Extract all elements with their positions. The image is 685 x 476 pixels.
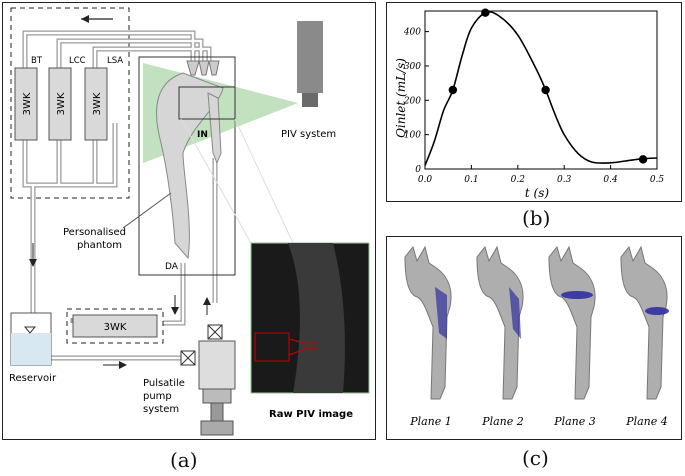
- aorta-models: Plane 1 Plane 2 Plane 3 Plane 4: [404, 245, 669, 428]
- piv-vessel: [288, 243, 345, 393]
- y-tick-label: 200: [403, 96, 421, 106]
- aorta-model: [548, 245, 596, 400]
- aorta-model: [620, 245, 669, 400]
- aorta-model: [404, 245, 452, 400]
- flow-arrowhead-top: [81, 15, 89, 23]
- label-raw-piv: Raw PIV image: [269, 409, 353, 420]
- plane-label: Plane 3: [553, 415, 596, 428]
- flow-markers: [448, 8, 648, 164]
- aorta-model: [476, 245, 524, 400]
- aorta-phantom: [156, 72, 224, 260]
- caption-c: (c): [522, 446, 549, 470]
- panel-measurement-planes: Plane 1 Plane 2 Plane 3 Plane 4: [386, 236, 682, 440]
- label-pump-line2: pump: [143, 391, 172, 402]
- y-tick-label: 400: [403, 28, 421, 38]
- inlet-tube: [207, 92, 222, 165]
- flow-marker: [541, 85, 550, 95]
- flow-marker: [448, 85, 458, 95]
- label-inlet: IN: [197, 130, 208, 140]
- piv-camera-lens: [302, 93, 318, 107]
- measurement-plane: [561, 291, 593, 299]
- label-reservoir: Reservoir: [9, 373, 57, 384]
- label-wk-4: 3WK: [104, 322, 127, 333]
- label-phantom-line2: phantom: [77, 240, 122, 251]
- panel-inlet-flow-chart: 0.0 0.1 0.2 0.3 0.4 0.5 0 100 200 300 400 t (s) Qi…: [386, 2, 682, 202]
- label-outlet: DA: [165, 262, 179, 272]
- label-phantom-line1: Personalised: [63, 227, 126, 238]
- x-tick-label: 0.2: [511, 175, 526, 185]
- x-tick-label: 0.5: [650, 175, 665, 185]
- flow-marker: [481, 8, 490, 17]
- chart-y-label: Qinlet (mL/s): [394, 58, 408, 138]
- windkessel-boxes: [14, 67, 108, 141]
- plane-label: Plane 1: [409, 415, 452, 428]
- chart-axes: [424, 10, 658, 170]
- caption-b: (b): [522, 206, 551, 230]
- label-lcc: LCC: [69, 56, 86, 66]
- x-tick-label: 0.1: [464, 175, 478, 185]
- y-tick-label: 100: [404, 131, 421, 141]
- label-lsa: LSA: [107, 56, 123, 66]
- flow-marker: [638, 155, 648, 164]
- label-bt: BT: [31, 56, 43, 66]
- piv-camera: [297, 21, 323, 93]
- zoom-line-1: [234, 118, 294, 244]
- label-wk-1: 3WK: [22, 92, 33, 115]
- aorta-surface: [404, 245, 452, 400]
- measurement-plane: [509, 287, 521, 339]
- x-tick-label: 0.3: [557, 175, 572, 185]
- y-tick-label: 0: [415, 165, 421, 175]
- label-pump-line3: system: [143, 404, 179, 415]
- x-tick-label: 0.0: [418, 175, 433, 185]
- label-wk-3: 3WK: [92, 92, 103, 115]
- pump-body: [198, 340, 236, 390]
- chart-frame: [424, 10, 658, 170]
- piv-zoom-box: [254, 332, 290, 362]
- planes-figure: Plane 1 Plane 2 Plane 3 Plane 4: [404, 245, 669, 428]
- aorta-surface: [476, 245, 524, 400]
- roi-box: [178, 86, 236, 120]
- plane-label: Plane 4: [625, 415, 668, 428]
- branch-connectors: [186, 60, 220, 76]
- zoom-line-2: [180, 118, 252, 244]
- phantom-leader: [122, 192, 172, 229]
- aorta-surface: [620, 245, 668, 400]
- x-tick-label: 0.4: [603, 175, 618, 185]
- label-wk-2: 3WK: [56, 92, 67, 115]
- inlet-flow-chart: 0.0 0.1 0.2 0.3 0.4 0.5 0 100 200 300 400 t (s) Qi…: [394, 8, 665, 200]
- y-tick-label: 300: [404, 62, 421, 72]
- tick-labels: 0.0 0.1 0.2 0.3 0.4 0.5 0 100 200 300 400: [403, 28, 665, 185]
- label-piv-system: PIV system: [281, 129, 336, 140]
- caption-a: (a): [170, 448, 198, 472]
- dashed-box-descending: [66, 308, 164, 344]
- plane-label: Plane 2: [481, 415, 524, 428]
- panel-experimental-setup: BT LCC LSA 3WK 3WK 3WK PIV system IN DA …: [2, 2, 376, 440]
- measurement-plane: [435, 287, 447, 339]
- windkessel-descending: [72, 314, 158, 338]
- flow-curve: [424, 11, 658, 166]
- phantom-frame: [138, 56, 236, 276]
- label-pump-line1: Pulsatile: [143, 378, 185, 389]
- dashed-box-outlets: [10, 7, 130, 199]
- chart-x-label: t (s): [525, 186, 549, 200]
- aorta-surface: [548, 245, 596, 400]
- setup-diagram: BT LCC LSA 3WK 3WK 3WK PIV system IN DA …: [9, 7, 370, 436]
- measurement-plane: [645, 307, 669, 315]
